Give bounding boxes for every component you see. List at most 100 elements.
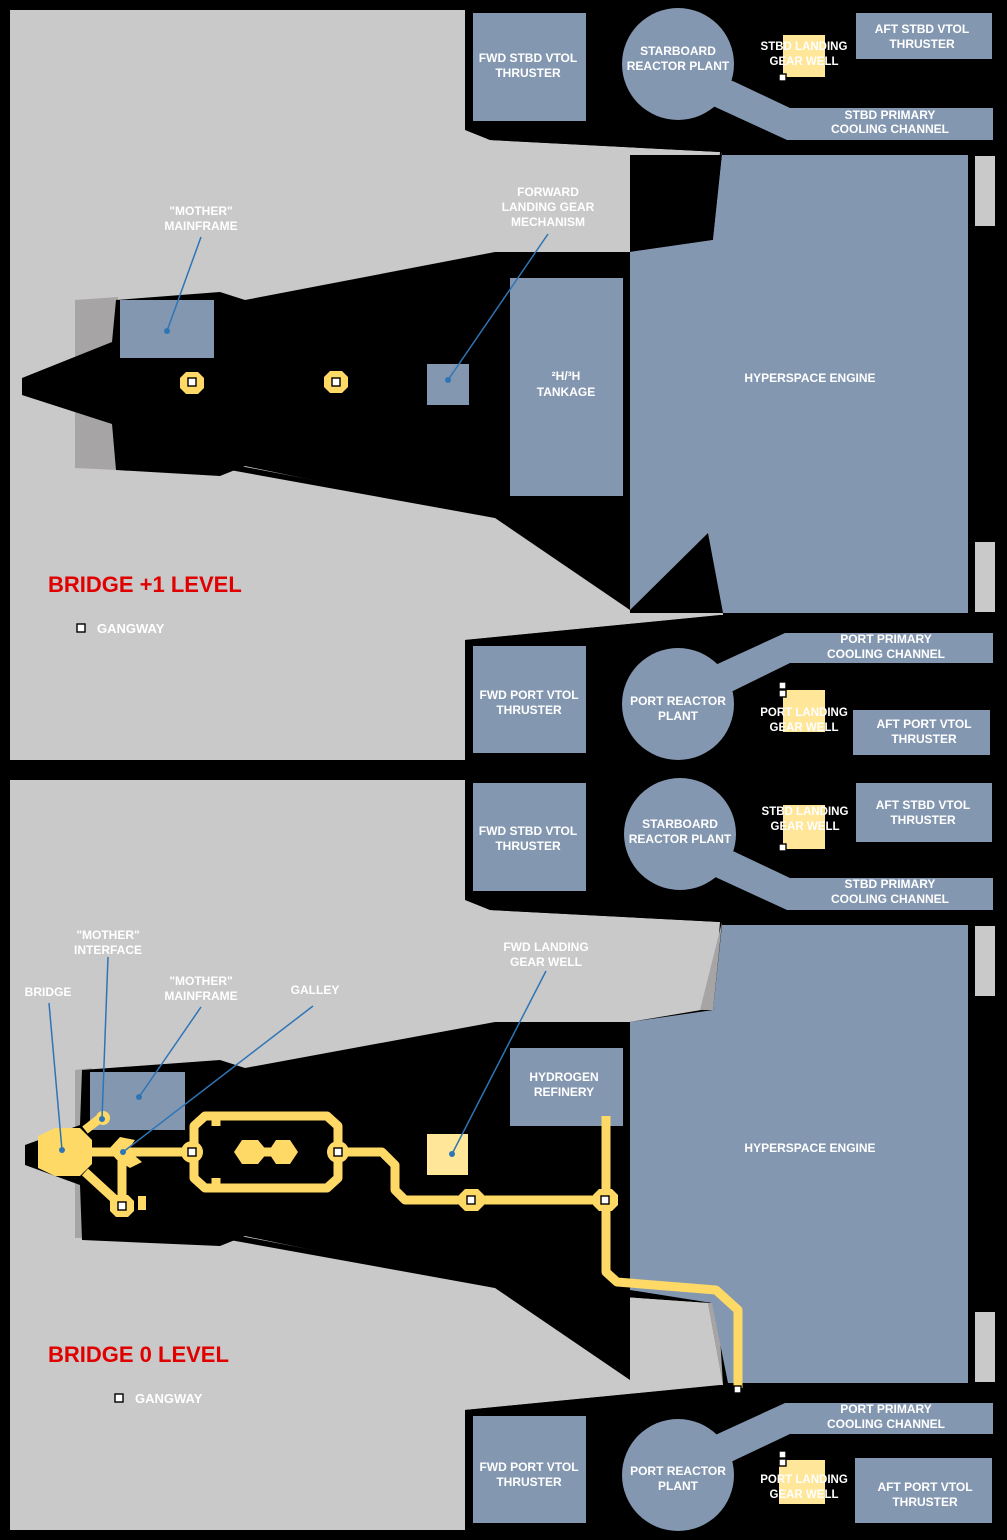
room-fwd-port-vtol	[473, 646, 586, 753]
svg-text:THRUSTER: THRUSTER	[891, 732, 957, 746]
svg-text:MAINFRAME: MAINFRAME	[164, 989, 237, 1003]
room-fwd-gear-mechanism	[427, 364, 469, 405]
label-aft-port-vtol: AFT PORT VTOL THRUSTER	[876, 717, 971, 746]
galley-pod	[268, 1140, 298, 1164]
svg-text:TANKAGE: TANKAGE	[537, 385, 595, 399]
gangway-node[interactable]	[327, 1141, 349, 1163]
svg-text:REACTOR PLANT: REACTOR PLANT	[629, 832, 732, 846]
svg-text:THRUSTER: THRUSTER	[496, 1475, 562, 1489]
leader-line	[166, 236, 202, 332]
gangway-hatch-icon[interactable]	[733, 1385, 742, 1394]
svg-text:AFT PORT VTOL: AFT PORT VTOL	[877, 1480, 972, 1494]
svg-text:GANGWAY: GANGWAY	[97, 621, 165, 636]
room-port-cooling-channel	[700, 1403, 993, 1475]
svg-text:PORT LANDING: PORT LANDING	[760, 707, 848, 719]
gangway-node[interactable]	[459, 1189, 484, 1211]
room-aft-stbd-vtol	[856, 783, 992, 842]
svg-text:REACTOR PLANT: REACTOR PLANT	[627, 59, 730, 73]
label-galley: GALLEY	[291, 983, 340, 997]
svg-text:COOLING CHANNEL: COOLING CHANNEL	[827, 647, 945, 661]
svg-text:LANDING GEAR: LANDING GEAR	[502, 200, 595, 214]
hatch-square-icon	[114, 1393, 124, 1403]
svg-text:REFINERY: REFINERY	[534, 1085, 594, 1099]
room-stbd-gear-well	[783, 35, 825, 77]
svg-text:COOLING CHANNEL: COOLING CHANNEL	[831, 892, 949, 906]
svg-text:FWD LANDING: FWD LANDING	[503, 940, 588, 954]
label-tankage: ²H/³H TANKAGE	[537, 369, 595, 399]
room-hyperspace-engine	[630, 925, 968, 1383]
room-stbd-gear-well	[783, 805, 825, 849]
room-stbd-reactor	[622, 8, 734, 120]
gangway-hatch-icon[interactable]	[778, 689, 787, 698]
hull-panel	[975, 926, 995, 996]
svg-text:STBD LANDING: STBD LANDING	[762, 806, 849, 818]
label-port-gear-well: PORT LANDING GEAR WELL	[760, 707, 848, 734]
label-stbd-cooling: STBD PRIMARY COOLING CHANNEL	[831, 877, 949, 906]
svg-text:PORT REACTOR: PORT REACTOR	[630, 1464, 726, 1478]
label-bridge: BRIDGE	[25, 985, 72, 999]
galley-pod	[234, 1140, 268, 1164]
room-aft-port-vtol	[855, 1458, 992, 1523]
room-port-reactor	[622, 1419, 734, 1531]
room-stbd-reactor	[624, 778, 736, 890]
gangway-hatch-icon[interactable]	[778, 681, 787, 690]
svg-text:STARBOARD: STARBOARD	[642, 817, 718, 831]
svg-text:THRUSTER: THRUSTER	[889, 37, 955, 51]
svg-text:THRUSTER: THRUSTER	[495, 839, 561, 853]
label-port-cooling: PORT PRIMARY COOLING CHANNEL	[827, 1402, 945, 1431]
leader-line	[138, 1006, 202, 1098]
leader-line	[101, 956, 109, 1120]
svg-text:GANGWAY: GANGWAY	[135, 1391, 203, 1406]
leader-line	[447, 233, 549, 381]
svg-text:THRUSTER: THRUSTER	[496, 703, 562, 717]
label-stbd-gear-well: STBD LANDING GEAR WELL	[761, 41, 848, 68]
svg-text:STBD LANDING: STBD LANDING	[761, 41, 848, 53]
room-fwd-stbd-vtol	[473, 783, 586, 891]
level-title: BRIDGE +1 LEVEL	[48, 572, 242, 597]
gangway-node[interactable]	[110, 1195, 134, 1217]
label-mainframe: "MOTHER" MAINFRAME	[164, 204, 237, 233]
hull-panel	[975, 1312, 995, 1382]
label-stbd-cooling: STBD PRIMARY COOLING CHANNEL	[831, 108, 949, 136]
svg-text:AFT PORT VTOL: AFT PORT VTOL	[876, 717, 971, 731]
gangway-hatch-icon[interactable]	[778, 1458, 787, 1467]
svg-text:COOLING CHANNEL: COOLING CHANNEL	[827, 1417, 945, 1431]
room-hydrogen-refinery	[510, 1048, 623, 1126]
label-fwd-gear-mechanism: FORWARD LANDING GEAR MECHANISM	[502, 185, 595, 229]
label-stbd-reactor: STARBOARD REACTOR PLANT	[627, 44, 730, 73]
gangway-node[interactable]	[324, 371, 348, 393]
room-stbd-cooling-channel	[700, 840, 993, 910]
svg-text:GEAR WELL: GEAR WELL	[770, 1489, 839, 1501]
label-hydrogen-refinery: HYDROGEN REFINERY	[529, 1070, 598, 1099]
gangway-node[interactable]	[181, 1141, 203, 1163]
svg-text:PLANT: PLANT	[658, 1479, 699, 1493]
gangway-node[interactable]	[180, 372, 204, 394]
hatch-square-icon	[76, 623, 86, 633]
label-stbd-reactor: STARBOARD REACTOR PLANT	[629, 817, 732, 846]
label-fwd-port-vtol: FWD PORT VTOL THRUSTER	[479, 1460, 578, 1489]
gangway-hatch-icon[interactable]	[778, 73, 787, 82]
label-aft-stbd-vtol: AFT STBD VTOL THRUSTER	[876, 798, 970, 827]
svg-text:FWD PORT VTOL: FWD PORT VTOL	[479, 688, 578, 702]
legend-gangway: GANGWAY	[114, 1391, 203, 1406]
svg-text:COOLING CHANNEL: COOLING CHANNEL	[831, 122, 949, 136]
gangway-hatch-icon[interactable]	[778, 843, 787, 852]
room-aft-stbd-vtol	[856, 13, 992, 59]
svg-text:FWD PORT VTOL: FWD PORT VTOL	[479, 1460, 578, 1474]
label-fwd-gear-well: FWD LANDING GEAR WELL	[503, 940, 588, 969]
leader-line	[48, 1002, 63, 1151]
svg-text:AFT STBD VTOL: AFT STBD VTOL	[876, 798, 970, 812]
hull-panel	[975, 542, 995, 612]
label-port-cooling: PORT PRIMARY COOLING CHANNEL	[827, 632, 945, 661]
hull-lower	[10, 1165, 723, 1530]
gangway-node[interactable]	[593, 1189, 618, 1211]
deck-bridge-zero: FWD STBD VTOL THRUSTER STARBOARD REACTOR…	[10, 778, 1000, 1531]
room-port-gear-well	[783, 690, 825, 732]
room-fwd-port-vtol	[473, 1416, 586, 1523]
svg-text:STBD PRIMARY: STBD PRIMARY	[845, 108, 936, 122]
svg-text:"MOTHER": "MOTHER"	[169, 204, 232, 218]
legend-gangway: GANGWAY	[76, 621, 165, 636]
label-fwd-stbd-vtol: FWD STBD VTOL THRUSTER	[479, 824, 577, 853]
svg-text:MAINFRAME: MAINFRAME	[164, 219, 237, 233]
gangway-hatch-icon[interactable]	[778, 1450, 787, 1459]
